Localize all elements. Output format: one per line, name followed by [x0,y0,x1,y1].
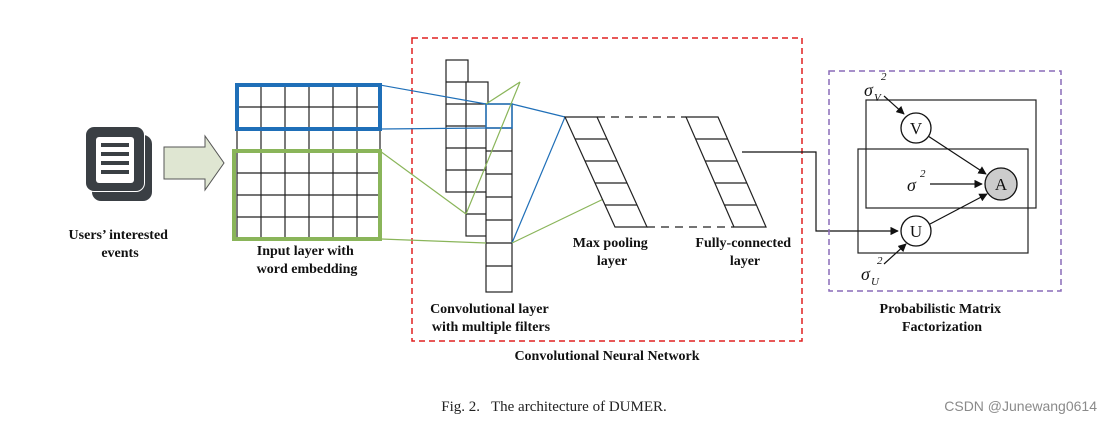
u-to-a-arrow [929,193,988,225]
fully-connected-layer [685,116,767,228]
node-u: U [900,215,932,247]
svg-text:V: V [874,92,882,104]
node-v: V [900,112,932,144]
cnn-box [411,37,803,342]
svg-text:2: 2 [920,168,926,180]
conv-blue-cell [485,103,513,129]
svg-text:V: V [910,119,923,138]
svg-text:U: U [871,276,880,288]
svg-text:σ: σ [864,80,874,100]
max-pooling-layer [564,116,648,228]
document-icon [85,126,152,201]
svg-text:U: U [910,222,922,241]
watermark: CSDN @Junewang0614 [944,398,1097,414]
v-to-a-arrow [927,135,987,175]
sigma-u-param: σ U 2 [861,255,883,288]
svg-text:σ: σ [861,264,871,284]
pmf-label: Probabilistic Matrix Factorization [880,302,1005,335]
node-a: A [984,167,1018,201]
users-events-label: Users’ interested events [69,228,172,261]
input-arrow-icon [163,134,225,192]
max-pool-label: Max pooling layer [573,236,652,269]
sigma-param: σ 2 [907,168,926,195]
pmf-box [828,70,1062,292]
figure-caption: Fig. 2. The architecture of DUMER. [441,399,667,415]
fully-connected-label: Fully-connected layer [695,236,794,269]
embedding-grid [236,84,381,241]
conv-layer-label: Convolutional layer with multiple filter… [430,302,552,335]
blue-filter-window [235,83,382,131]
fc-to-u-connector [742,151,899,236]
svg-text:2: 2 [877,255,883,267]
cnn-label: Convolutional Neural Network [514,349,699,364]
blue-connectors [379,84,566,244]
input-layer-label: Input layer with word embedding [257,244,358,277]
plate-v [865,99,1037,209]
green-connectors [379,81,619,244]
sigma-u-to-u-arrow [883,243,907,265]
plate-u [857,148,1029,254]
sigma-v-to-v-arrow [883,95,905,115]
sigma-v-param: σ V 2 [864,71,887,104]
svg-text:A: A [995,175,1008,194]
svg-text:2: 2 [881,71,887,83]
conv-feature-maps [445,59,513,293]
svg-text:σ: σ [907,175,917,195]
green-filter-window [232,149,382,241]
